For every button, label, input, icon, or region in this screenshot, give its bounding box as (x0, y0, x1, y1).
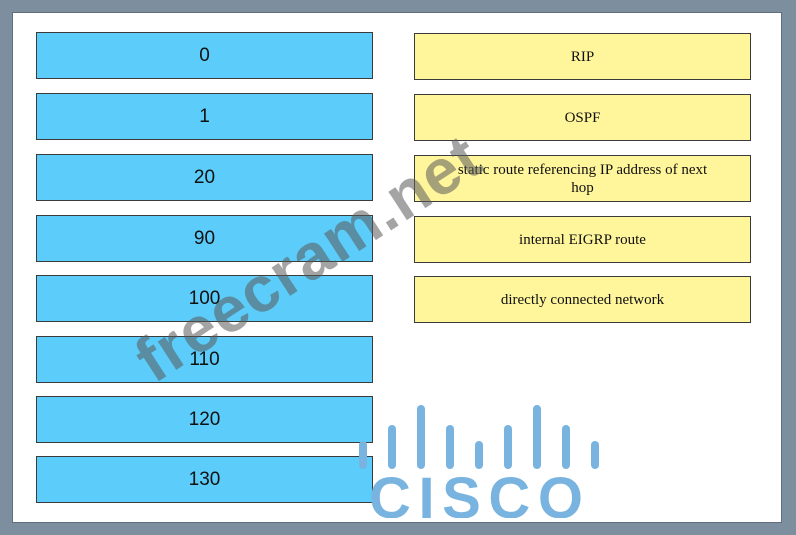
drag-drop-canvas: 0 1 20 90 100 110 120 130 RIP OSPF stati… (12, 12, 782, 523)
value-tile-90[interactable]: 90 (36, 215, 373, 262)
target-internal-eigrp[interactable]: internal EIGRP route (414, 216, 751, 263)
cisco-logo: CISCO (359, 405, 599, 518)
value-tile-1[interactable]: 1 (36, 93, 373, 140)
value-label: 120 (188, 408, 221, 430)
target-label: internal EIGRP route (519, 231, 646, 248)
value-tile-100[interactable]: 100 (36, 275, 373, 322)
value-label: 100 (188, 287, 221, 309)
target-directly-connected[interactable]: directly connected network (414, 276, 751, 323)
value-label: 90 (193, 227, 216, 249)
value-tile-20[interactable]: 20 (36, 154, 373, 201)
target-ospf[interactable]: OSPF (414, 94, 751, 141)
value-tile-130[interactable]: 130 (36, 456, 373, 503)
target-label: directly connected network (500, 291, 665, 308)
value-label: 130 (188, 468, 221, 490)
value-tile-0[interactable]: 0 (36, 32, 373, 79)
target-label: RIP (570, 48, 595, 65)
value-label: 0 (199, 44, 210, 66)
target-label: static route referencing IP address of n… (457, 161, 708, 196)
value-label: 110 (189, 348, 220, 370)
cisco-logo-text: CISCO (369, 466, 589, 518)
value-tile-110[interactable]: 110 (36, 336, 373, 383)
target-label: OSPF (564, 109, 601, 126)
value-label: 1 (199, 105, 210, 127)
value-label: 20 (193, 166, 216, 188)
target-rip[interactable]: RIP (414, 33, 751, 80)
target-static-route[interactable]: static route referencing IP address of n… (414, 155, 751, 202)
value-tile-120[interactable]: 120 (36, 396, 373, 443)
